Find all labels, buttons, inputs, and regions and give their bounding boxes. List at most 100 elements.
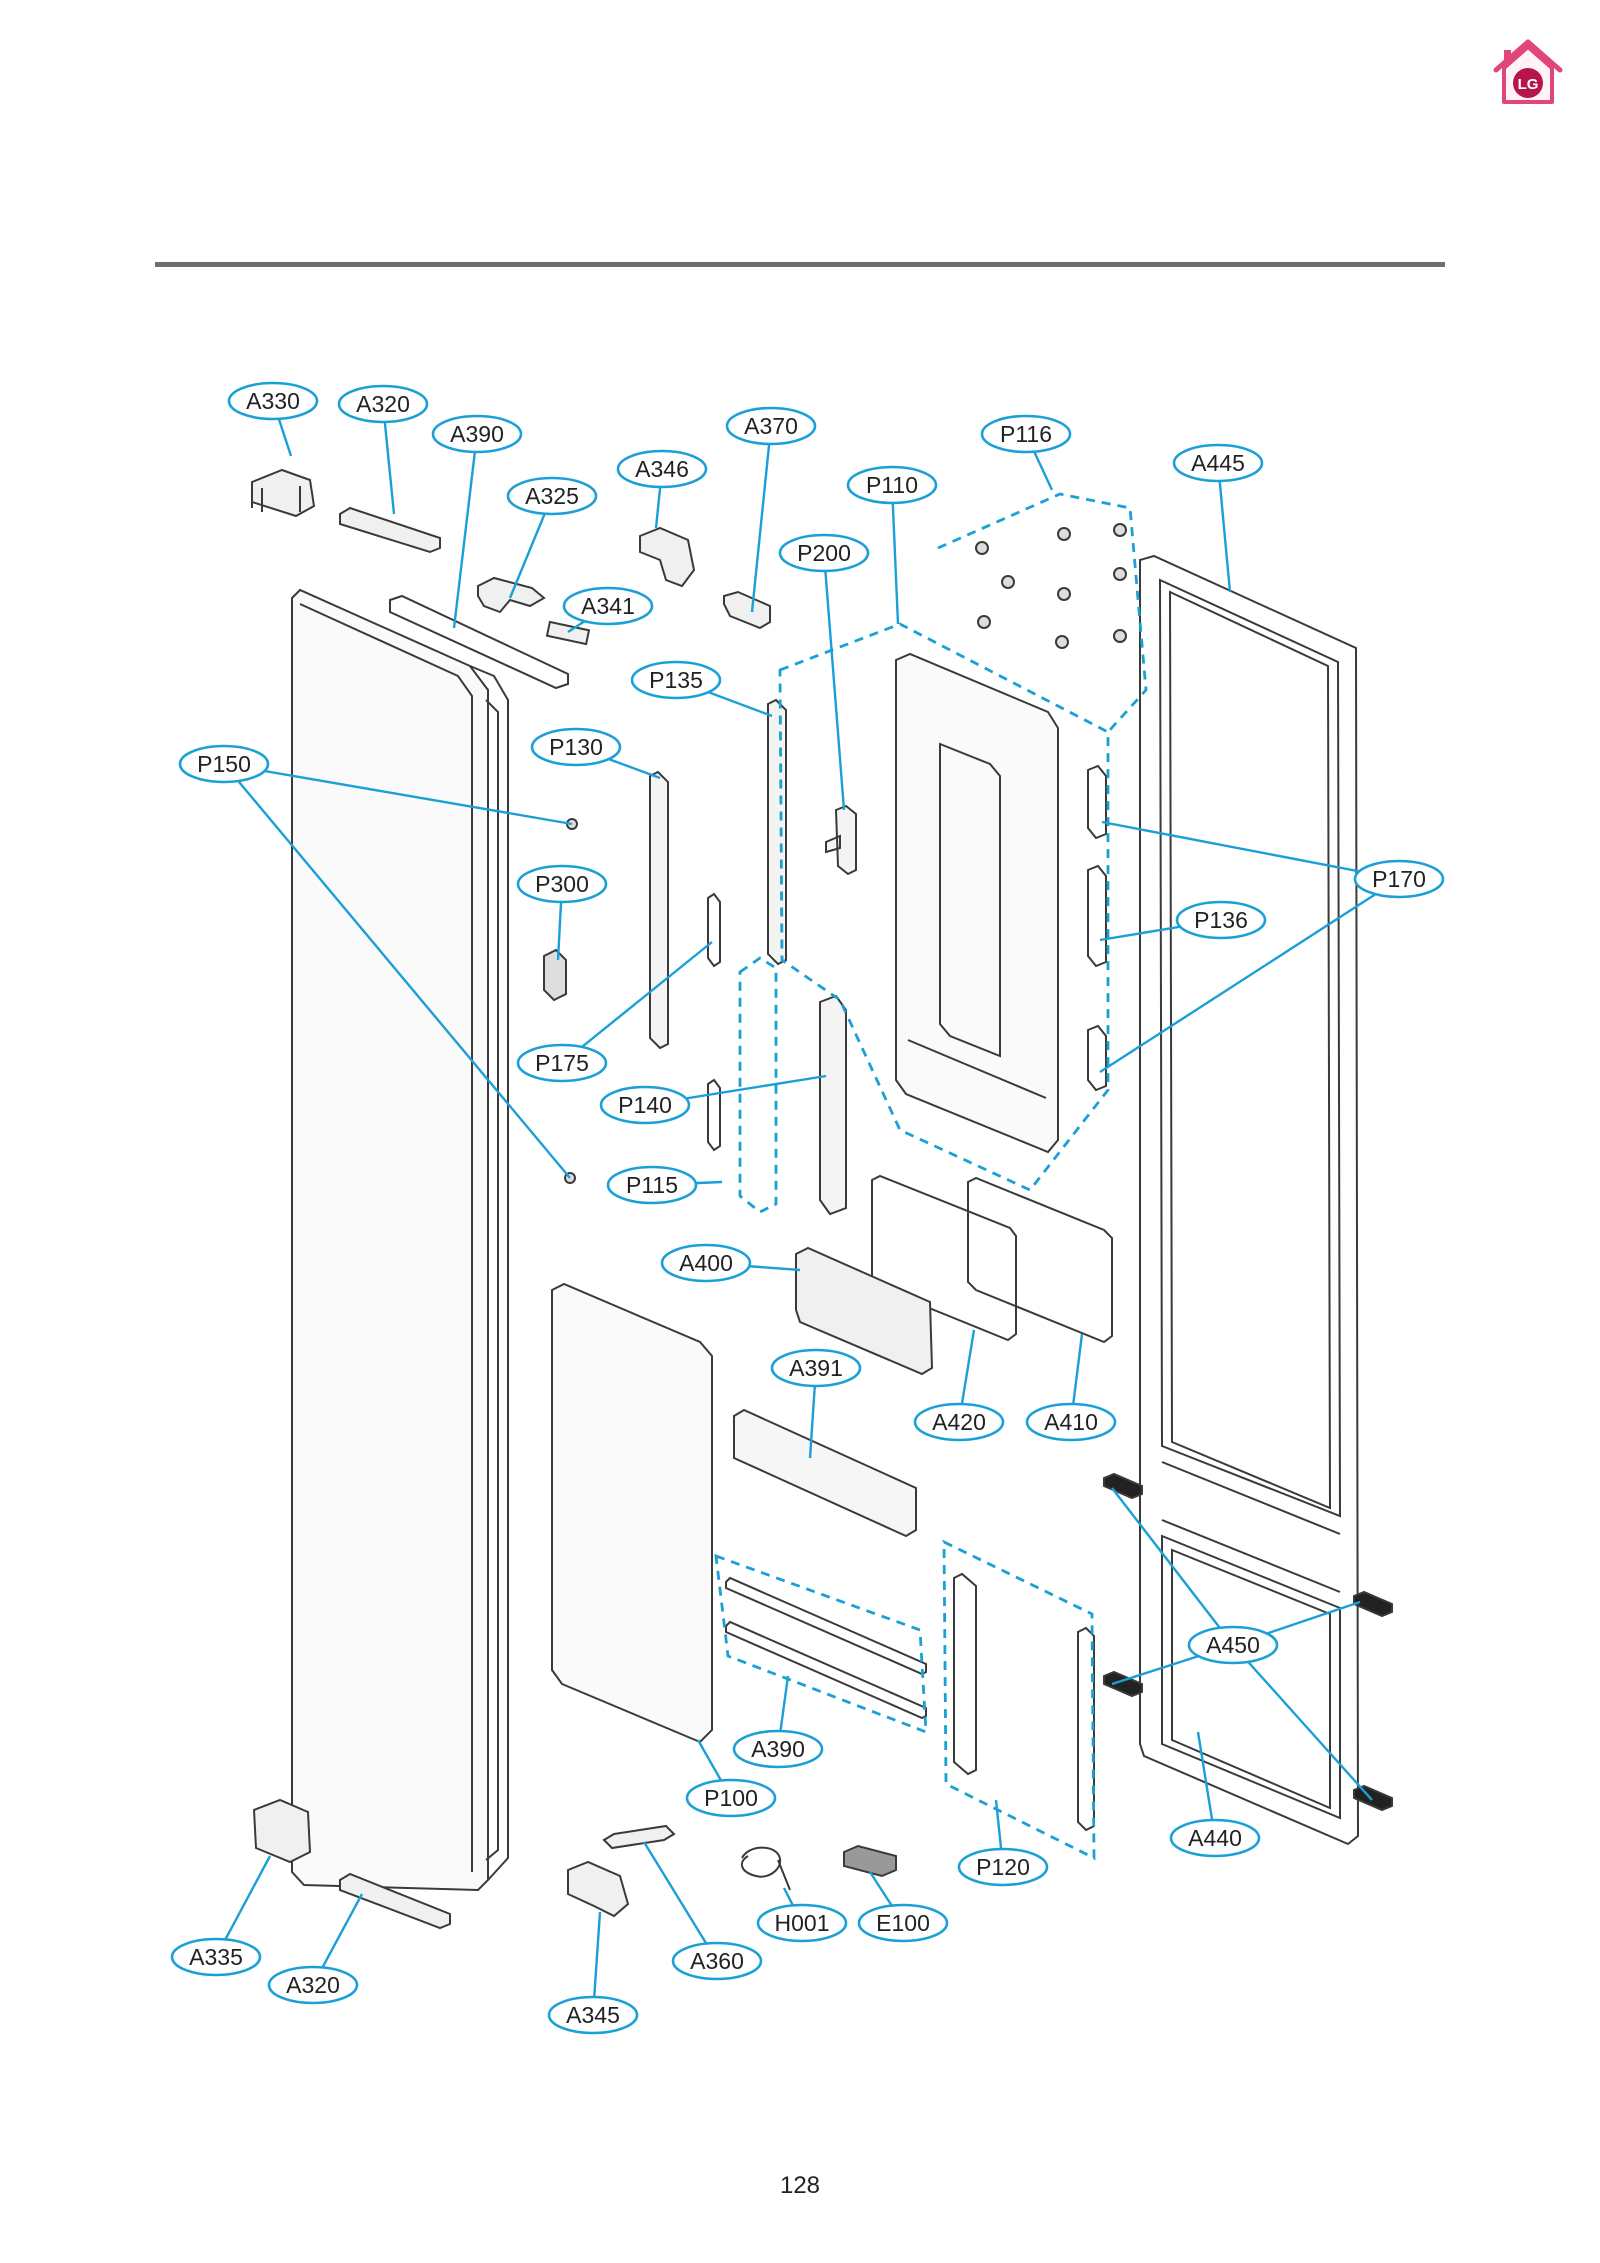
leader-line-a445-1	[1216, 462, 1232, 593]
block-e100	[843, 1844, 897, 1878]
leader-line-a370-1	[750, 425, 773, 613]
callout-bubble	[562, 586, 654, 626]
rail-p130	[649, 770, 669, 1050]
callout-p300: P300	[516, 864, 608, 904]
callout-bubble	[1175, 900, 1267, 940]
callout-label: A325	[525, 483, 579, 509]
group-boundaries	[714, 492, 1148, 1861]
callout-label: A445	[1191, 450, 1245, 476]
callout-a400: A400	[660, 1243, 752, 1283]
callout-p175: P175	[516, 1043, 608, 1083]
panel-a410	[967, 1176, 1113, 1344]
callout-bubble	[227, 381, 319, 421]
callout-label: P136	[1194, 907, 1248, 933]
fastener-group-p116	[975, 523, 1127, 649]
callout-bubble	[530, 727, 622, 767]
page-number: 128	[779, 2172, 821, 2199]
callout-bubble	[599, 1085, 691, 1125]
bracket-a370	[723, 590, 771, 630]
callout-bubble	[980, 414, 1072, 454]
callout-a445: A445	[1172, 443, 1264, 483]
callout-e100: E100	[857, 1903, 949, 1943]
callout-label: P175	[535, 1050, 589, 1076]
callout-label: P300	[535, 871, 589, 897]
callout-bubble	[178, 744, 270, 784]
back-panel-p100	[551, 1282, 713, 1744]
hinge-p170-top	[1087, 764, 1107, 840]
callout-a335: A335	[170, 1937, 262, 1977]
hinge-a345	[567, 1860, 630, 1918]
leader-line-a360-1	[642, 1841, 719, 1962]
callout-bubble	[1187, 1625, 1279, 1665]
callout-bubble	[516, 1043, 608, 1083]
callout-label: P130	[549, 734, 603, 760]
callout-label: A330	[246, 388, 300, 414]
callout-a320: A320	[337, 384, 429, 424]
callout-bubble	[770, 1348, 862, 1388]
callout-p115: P115	[606, 1165, 698, 1205]
leader-line-p200-1	[822, 552, 846, 811]
leader-line-p170-2	[1099, 877, 1400, 1074]
callout-bubble	[732, 1729, 824, 1769]
callout-bubble	[1353, 859, 1445, 899]
parts-drawing	[251, 468, 1393, 1930]
callout-label: A320	[286, 1972, 340, 1998]
group-boundary-5	[942, 1539, 1096, 1861]
callout-p136: P136	[1175, 900, 1267, 940]
callout-label: P200	[797, 540, 851, 566]
callout-p130: P130	[530, 727, 622, 767]
callout-a440: A440	[1169, 1818, 1261, 1858]
callout-p100: P100	[685, 1778, 777, 1818]
display-module-a400	[795, 1246, 934, 1376]
callout-label: A335	[189, 1944, 243, 1970]
callout-bubble	[516, 864, 608, 904]
callout-bubble	[616, 449, 708, 489]
callout-label: A391	[789, 1355, 843, 1381]
callout-label: A400	[679, 1250, 733, 1276]
callout-bubble	[337, 384, 429, 424]
callout-a390: A390	[732, 1729, 824, 1769]
callout-label: A370	[744, 413, 798, 439]
leader-line-a450-4	[1232, 1644, 1373, 1801]
callout-a410: A410	[1025, 1402, 1117, 1442]
callout-bubble	[660, 1243, 752, 1283]
group-boundary-4	[714, 1553, 928, 1735]
callout-label: A390	[751, 1736, 805, 1762]
leader-line-a450-1	[1111, 1487, 1234, 1646]
callout-bubble	[778, 533, 870, 573]
leader-line-p150-1	[223, 762, 573, 826]
callout-label: P150	[197, 751, 251, 777]
callout-label: E100	[876, 1910, 930, 1936]
callout-label: A345	[566, 2002, 620, 2028]
callout-bubble	[913, 1402, 1005, 1442]
callout-label: A346	[635, 456, 689, 482]
callout-label: P170	[1372, 866, 1426, 892]
callout-bubble	[846, 465, 938, 505]
top-cap-strip	[389, 594, 569, 690]
callout-label: P110	[866, 472, 918, 498]
callout-bubble	[267, 1965, 359, 2005]
callout-bubble	[685, 1778, 777, 1818]
callout-a390: A390	[431, 414, 523, 454]
pcb-a391	[733, 1408, 917, 1538]
callout-bubble	[1025, 1402, 1117, 1442]
callout-p200: P200	[778, 533, 870, 573]
bottom-hinge-a335	[252, 1798, 312, 1864]
callout-bubble	[431, 414, 523, 454]
callout-label: A420	[932, 1409, 986, 1435]
callout-p150: P150	[178, 744, 270, 784]
rail-p140	[819, 994, 847, 1216]
callout-label: P115	[626, 1172, 678, 1198]
callout-label: P100	[704, 1785, 758, 1811]
callout-a360: A360	[671, 1941, 763, 1981]
leader-line-p110-1	[890, 484, 900, 625]
bar-a390-upper	[725, 1576, 927, 1676]
svg-text:LG: LG	[1518, 76, 1539, 93]
callout-h001: H001	[756, 1903, 848, 1943]
door-panel	[291, 588, 509, 1892]
callout-a346: A346	[616, 449, 708, 489]
top-hinge-a330	[251, 468, 316, 518]
